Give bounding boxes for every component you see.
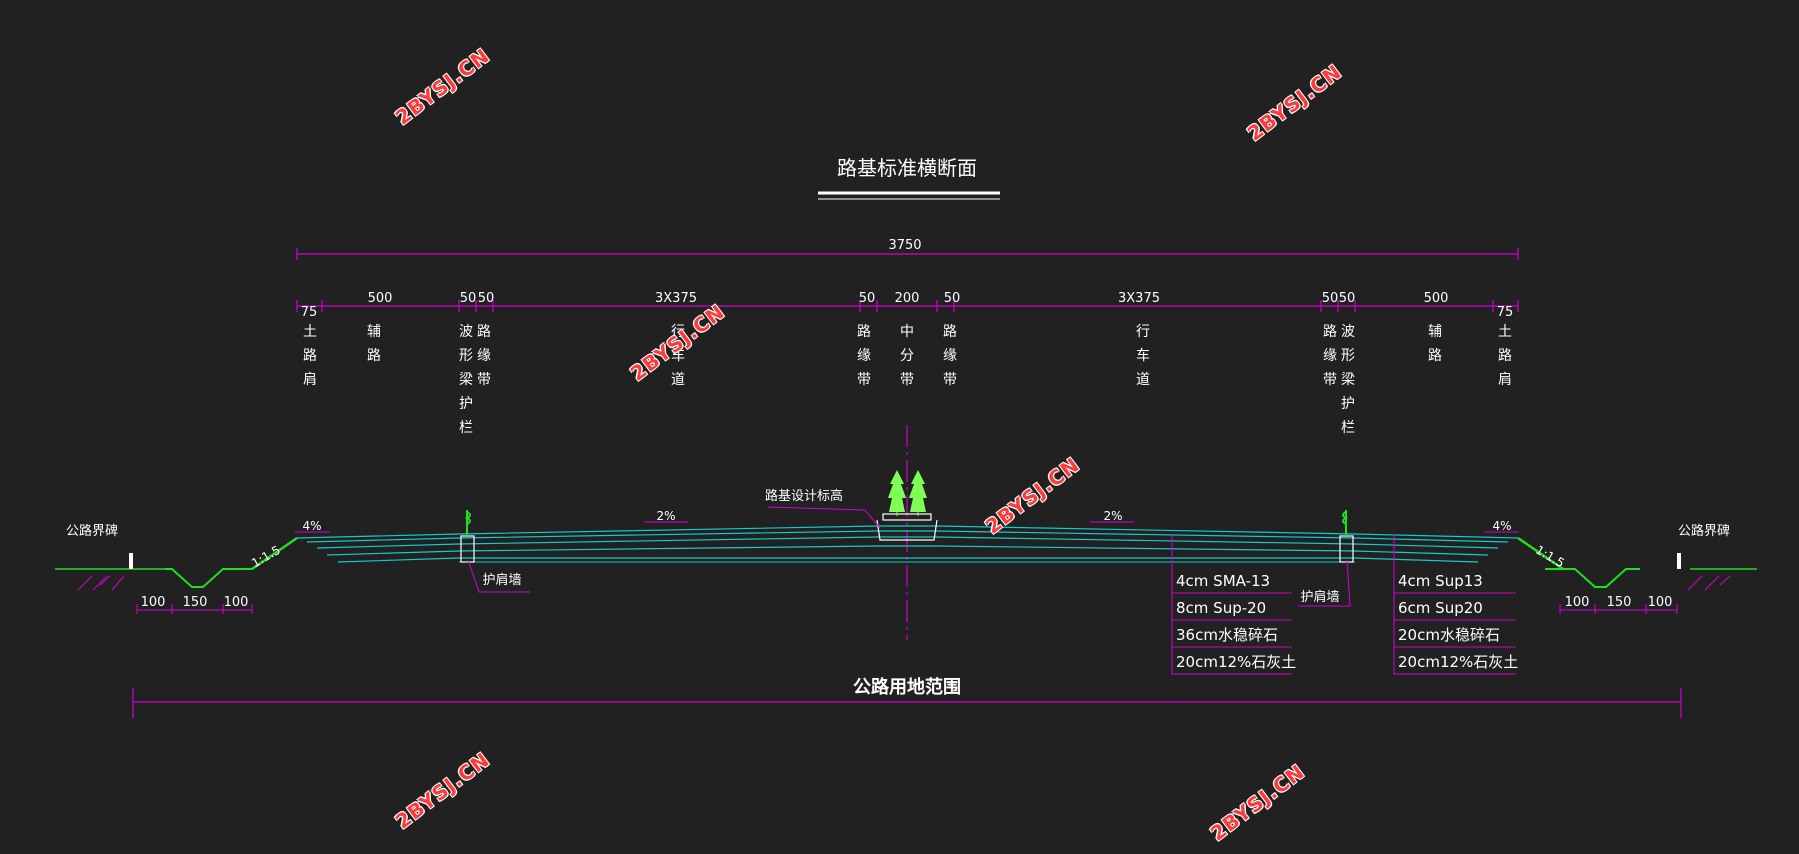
- ditch-right-2: 150: [1607, 595, 1632, 610]
- right-guardrail-post: [1342, 510, 1349, 536]
- pavement-layer-2: 6cm Sup20: [1398, 599, 1483, 617]
- component-dimension-line: [296, 300, 1519, 312]
- pavement-structure: [296, 525, 1519, 563]
- slope-left-side: 1:1.5: [249, 543, 283, 571]
- land-range-label: 公路用地范围: [853, 676, 961, 698]
- dim-left-inner-edge: 50: [859, 291, 876, 306]
- dim-right-inner-edge: 50: [944, 291, 961, 306]
- slope-left-lane: 2%: [656, 509, 675, 523]
- dim-left-guard: 50: [460, 291, 477, 306]
- right-ditch: [1545, 568, 1640, 588]
- vlabel-edge-strip: 路缘带: [943, 324, 957, 388]
- right-retaining-label: 护肩墙: [1300, 589, 1339, 605]
- side-slopes: [251, 536, 1564, 571]
- vlabel-guardrail: 波形梁护栏: [1341, 324, 1355, 436]
- dim-right-lanes: 3X375: [1118, 291, 1160, 306]
- slope-right-lane: 2%: [1103, 509, 1122, 523]
- vlabel-traffic-lane: 行车道: [671, 324, 685, 388]
- vlabel-aux-lane: 辅路: [367, 324, 381, 364]
- median-trees: [888, 470, 927, 516]
- right-retaining-leader: [1298, 559, 1351, 607]
- left-ditch: [165, 568, 252, 588]
- right-boundary-marker: [1677, 553, 1681, 569]
- pavement-layer-3: 36cm水稳碎石: [1176, 626, 1278, 644]
- median-block: [876, 513, 938, 541]
- aux-pavement-table: 4cm Sup13 6cm Sup20 20cm水稳碎石 20cm12%石灰土: [1394, 572, 1518, 675]
- ditch-dimension-labels: 100 150 100 100 150 100: [141, 595, 1673, 610]
- left-retaining-leader: [467, 559, 530, 593]
- pavement-layer-2: 8cm Sup-20: [1176, 599, 1266, 617]
- vlabel-traffic-lane: 行车道: [1136, 324, 1150, 388]
- vlabel-edge-strip: 路缘带: [1323, 324, 1337, 388]
- pavement-layer-4: 20cm12%石灰土: [1398, 653, 1518, 671]
- soil-hatching: [77, 575, 1731, 591]
- left-boundary-marker: [129, 553, 133, 569]
- vertical-component-labels: 土路肩辅路波形梁护栏路缘带行车道路缘带中分带路缘带行车道路缘带波形梁护栏辅路土路…: [303, 324, 1512, 436]
- total-width-label: 3750: [888, 238, 921, 253]
- left-retaining-label: 护肩墙: [482, 572, 521, 588]
- vlabel-median: 中分带: [900, 324, 914, 388]
- ditch-right-1: 100: [1565, 595, 1590, 610]
- slope-arrows: [295, 521, 1519, 533]
- pavement-layer-3: 20cm水稳碎石: [1398, 626, 1500, 644]
- vlabel-soil-shoulder: 土路肩: [303, 324, 317, 388]
- vlabel-aux-lane: 辅路: [1428, 324, 1442, 364]
- dim-left-lanes: 3X375: [655, 291, 697, 306]
- vlabel-edge-strip: 路缘带: [857, 324, 871, 388]
- right-marker-label: 公路界碑: [1678, 523, 1730, 539]
- dim-right-aux: 500: [1424, 291, 1449, 306]
- ditch-left-1: 100: [141, 595, 166, 610]
- dim-left-aux: 500: [368, 291, 393, 306]
- vlabel-edge-strip: 路缘带: [477, 324, 491, 388]
- ditch-left-2: 150: [183, 595, 208, 610]
- dim-right-shoulder: 75: [1497, 305, 1514, 320]
- design-elevation-leader: [767, 506, 881, 529]
- drawing-title: 路基标准横断面: [837, 156, 977, 180]
- dim-left-shoulder: 75: [301, 305, 318, 320]
- vlabel-guardrail: 波形梁护栏: [459, 324, 473, 436]
- ditch-dimensions: [136, 604, 1678, 614]
- dim-left-edge: 50: [478, 291, 495, 306]
- pavement-layer-1: 4cm SMA-13: [1176, 572, 1270, 590]
- total-dimension: [296, 248, 1519, 260]
- design-elevation-label: 路基设计标高: [765, 488, 843, 504]
- slope-right-outer: 4%: [1492, 519, 1511, 533]
- ditch-left-3: 100: [224, 595, 249, 610]
- land-range-dimension: [132, 688, 1682, 718]
- dim-right-guard: 50: [1339, 291, 1356, 306]
- slope-right-side: 1:1.5: [1533, 543, 1567, 571]
- dim-right-edge: 50: [1322, 291, 1339, 306]
- left-marker-label: 公路界碑: [66, 523, 118, 539]
- dim-median: 200: [895, 291, 920, 306]
- main-pavement-table: 4cm SMA-13 8cm Sup-20 36cm水稳碎石 20cm12%石灰土: [1172, 572, 1296, 675]
- vlabel-soil-shoulder: 土路肩: [1498, 324, 1512, 388]
- component-dimension-labels: 75 500 50 50 3X375 50 200 50 3X375 50 50…: [301, 291, 1514, 320]
- ditch-right-3: 100: [1648, 595, 1673, 610]
- pavement-layer-1: 4cm Sup13: [1398, 572, 1483, 590]
- slope-left-outer: 4%: [302, 519, 321, 533]
- pavement-layer-4: 20cm12%石灰土: [1176, 653, 1296, 671]
- left-guardrail-post: [464, 510, 471, 536]
